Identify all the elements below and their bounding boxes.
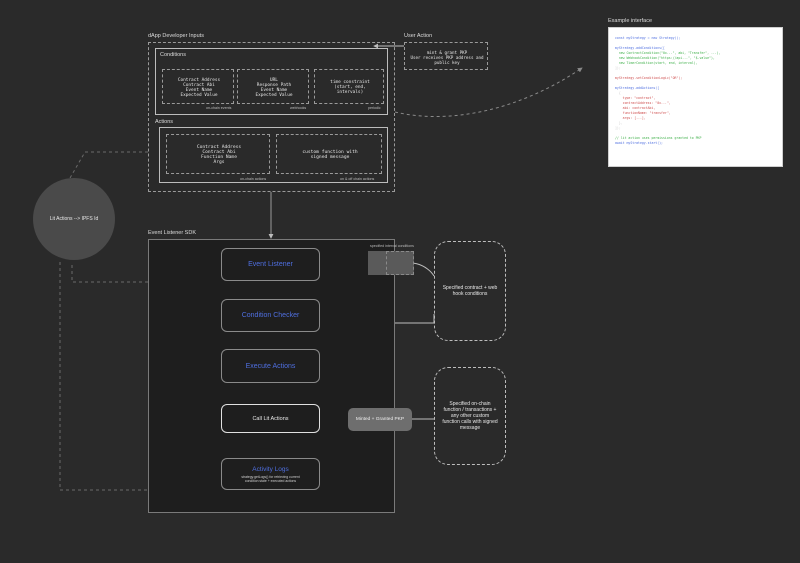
- execute-actions-label: Execute Actions: [245, 362, 296, 370]
- event-listener-label: Event Listener: [248, 261, 293, 268]
- user-action-title: User Action: [404, 33, 433, 39]
- condition-onchain: Contract Address Contract Abi Event Name…: [162, 69, 234, 104]
- example-code: const myStrategy = new Strategy(); myStr…: [615, 36, 776, 146]
- webhook-note: Specified contract + web hook conditions: [434, 241, 506, 341]
- activity-logs-node: Activity Logs strategy.getLogs() for ret…: [221, 458, 320, 490]
- example-title: Example interface: [608, 18, 653, 24]
- code-line: abi: contractAbi,: [615, 106, 656, 110]
- actions-panel: Contract Address Contract Abi Function N…: [159, 127, 388, 183]
- code-line: type: "contract",: [615, 96, 656, 100]
- condition-webhook-caption: webhooks: [290, 106, 307, 110]
- sdk-title: Event Listener SDK: [148, 230, 196, 236]
- code-line: new ContractCondition("0x...", abi, "Tra…: [615, 51, 721, 55]
- action-custom-caption: on & off chain actions: [340, 177, 375, 181]
- code-line: args: [...],: [615, 116, 646, 120]
- condition-checker-node: Condition Checker: [221, 299, 320, 332]
- action-custom: custom function with signed message: [276, 134, 382, 174]
- interval-box: [386, 251, 414, 275]
- code-line: new WebhookCondition("https://api...", "…: [615, 56, 715, 60]
- call-lit-actions-label: Call Lit Actions: [252, 415, 289, 422]
- action-custom-text: custom function with signed message: [302, 150, 358, 160]
- action-onchain-text: Contract Address Contract Abi Function N…: [196, 145, 242, 165]
- code-line: myStrategy.setConditionLogic("OR");: [615, 76, 683, 80]
- condition-checker-label: Condition Checker: [241, 312, 300, 319]
- onchain-note-text: Specified on-chain function / transactio…: [442, 401, 498, 431]
- action-onchain-caption: on-chain actions: [240, 177, 267, 181]
- code-line: const myStrategy = new Strategy();: [615, 36, 681, 40]
- lit-actions-label: Lit Actions --> IPFS Id: [49, 216, 99, 222]
- code-line: functionName: "transfer",: [615, 111, 671, 115]
- code-line: {: [615, 91, 621, 95]
- code-line: myStrategy.addActions([: [615, 86, 660, 90]
- condition-onchain-caption: on-chain events: [206, 106, 232, 110]
- inputs-panel: Conditions Contract Address Contract Abi…: [148, 42, 395, 192]
- example-code-panel: const myStrategy = new Strategy(); myStr…: [608, 27, 783, 167]
- action-onchain: Contract Address Contract Abi Function N…: [166, 134, 270, 174]
- inputs-title: dApp Developer Inputs: [148, 33, 204, 39]
- code-line: new TimerCondition(start, end, interval)…: [615, 61, 698, 65]
- code-line: ]);: [615, 126, 621, 130]
- user-action-box: mint & grant PKP User receives PKP addre…: [404, 42, 488, 70]
- lit-actions-node: Lit Actions --> IPFS Id: [33, 178, 115, 260]
- user-action-text: mint & grant PKP User receives PKP addre…: [410, 49, 484, 65]
- actions-title: Actions: [155, 119, 174, 125]
- onchain-note: Specified on-chain function / transactio…: [434, 367, 506, 465]
- activity-logs-label: Activity Logs: [252, 465, 289, 473]
- interval-label: specified interval conditions: [370, 244, 414, 248]
- webhook-note-text: Specified contract + web hook conditions: [442, 285, 498, 297]
- conditions-panel: Conditions Contract Address Contract Abi…: [155, 48, 388, 115]
- code-line: ]);: [615, 66, 621, 70]
- minted-pkp-node: Minted + Granted PKP: [348, 408, 412, 431]
- minted-pkp-label: Minted + Granted PKP: [355, 417, 405, 422]
- condition-periodic: time constraint (start, end, intervals): [314, 69, 384, 104]
- condition-webhook: URL Response Path Event Name Expected Va…: [237, 69, 309, 104]
- code-line: myStrategy.addConditions([: [615, 46, 665, 50]
- event-listener-node: Event Listener: [221, 248, 320, 281]
- arrow-to-example: [394, 67, 583, 117]
- code-line: },: [615, 121, 623, 125]
- condition-periodic-caption: periodic: [368, 106, 381, 110]
- code-line: // lit action uses permissions granted t…: [615, 136, 702, 140]
- condition-webhook-text: URL Response Path Event Name Expected Va…: [255, 77, 293, 98]
- condition-periodic-text: time constraint (start, end, intervals): [330, 80, 370, 95]
- code-line: await myStrategy.start();: [615, 141, 663, 145]
- call-lit-actions-node: Call Lit Actions: [221, 404, 320, 433]
- conditions-title: Conditions: [160, 52, 186, 58]
- code-line: contractAddress: "0x...",: [615, 101, 671, 105]
- execute-actions-node: Execute Actions: [221, 349, 320, 383]
- interval-box-left: [368, 251, 386, 275]
- condition-onchain-text: Contract Address Contract Abi Event Name…: [177, 77, 221, 98]
- activity-logs-sub: strategy.getLogs() for retrieving curren…: [241, 474, 300, 483]
